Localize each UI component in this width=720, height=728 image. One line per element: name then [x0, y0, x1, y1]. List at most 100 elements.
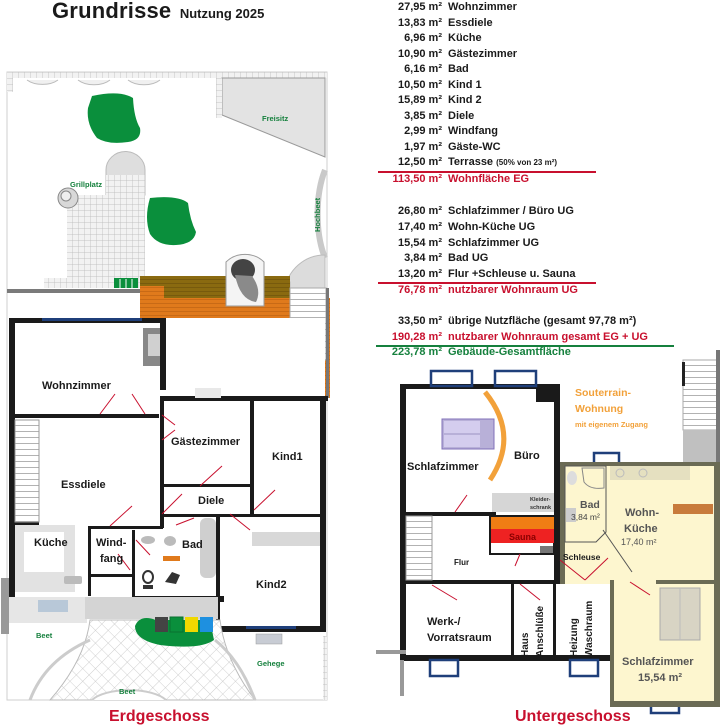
wall-wohn-ess — [9, 414, 159, 418]
front-porch — [85, 597, 218, 619]
ug-wall-south — [400, 655, 612, 661]
grill-tiles — [67, 195, 145, 279]
sauna-bench-top — [491, 517, 554, 529]
caption-erdgeschoss: Erdgeschoss — [109, 708, 210, 725]
room-windfang-1: Wind- — [96, 537, 127, 549]
room-haus-1: Haus — [520, 632, 531, 657]
ug-corner-block — [536, 384, 560, 402]
wall-gaeste-diele — [162, 484, 252, 487]
room-heizung-2: Waschraum — [584, 601, 595, 657]
fence-top — [7, 72, 327, 78]
room-werk-1: Werk-/ — [427, 616, 460, 628]
ug-wall-east — [554, 384, 560, 584]
stair-rail-ug — [682, 362, 685, 386]
room-wohnzimmer: Wohnzimmer — [42, 380, 112, 392]
basin-ug-icon — [566, 508, 576, 522]
bathtub-icon — [200, 518, 216, 578]
room-wohn-1: Wohn- — [625, 507, 659, 519]
ug-lightwell-side — [400, 660, 404, 696]
bin-grey — [155, 617, 168, 632]
page-title: Grundrisse Nutzung 2025 — [52, 0, 264, 24]
room-schleuse: Schleuse — [563, 552, 601, 562]
ug-wall-north — [400, 384, 560, 389]
wall-windfang-west — [88, 526, 91, 596]
planter-3 — [127, 79, 161, 86]
ug-lightwell — [376, 650, 406, 654]
bin-yellow — [185, 617, 198, 632]
deck-window — [195, 388, 221, 398]
gehege-box — [255, 633, 283, 645]
freisitz-edge — [216, 78, 222, 118]
ug-window-2 — [493, 369, 538, 388]
label-souterrain-3: mit eigenem Zugang — [575, 420, 648, 429]
wall-souterrain-east — [714, 462, 720, 707]
room-bad-ug: Bad — [580, 499, 600, 511]
wall-west — [9, 318, 15, 602]
table-ug — [673, 504, 713, 514]
wc-basin-icon — [141, 536, 155, 544]
caption-untergeschoss: Untergeschoss — [515, 708, 631, 725]
title-subtitle: Nutzung 2025 — [179, 6, 265, 21]
ug-entrance-stairs — [682, 359, 719, 431]
washbasin-icon — [164, 536, 176, 546]
stair-landing — [683, 430, 718, 462]
whirlpool-seat — [235, 275, 259, 302]
label-gehege: Gehege — [257, 659, 285, 668]
divider-ug — [378, 282, 596, 284]
wall-bad-kind2 — [216, 514, 220, 630]
sauna-box — [489, 515, 555, 555]
label-souterrain-1: Souterrain- — [575, 387, 632, 399]
label-grillplatz: Grillplatz — [70, 180, 102, 189]
toilet-ug-icon — [567, 471, 577, 485]
sauna-bench — [491, 529, 554, 543]
ug-wall-heizung — [553, 584, 556, 656]
room-kind2: Kind2 — [256, 579, 287, 591]
bush-2 — [147, 197, 196, 246]
stairs-ug — [405, 515, 433, 581]
wall-windfang-north — [88, 526, 163, 529]
window-kind2 — [246, 626, 296, 629]
wardrobe-ug — [659, 587, 701, 641]
bin-green — [169, 616, 184, 633]
ug-window-3 — [428, 658, 460, 678]
stairs-eg — [14, 419, 40, 523]
bad-ug — [564, 465, 607, 543]
room-bad: Bad — [182, 539, 203, 551]
ug-wall-west — [400, 384, 406, 660]
room-essdiele: Essdiele — [61, 479, 106, 491]
divider-total — [376, 345, 674, 347]
wall-gaeste-west — [160, 396, 164, 528]
wall-souterrain-west — [560, 462, 565, 584]
label-hochbeet: Hochbeet — [313, 197, 322, 232]
bush-1 — [87, 93, 141, 143]
label-kleider-1: Kleider- — [530, 497, 551, 503]
room-werk-2: Vorratsraum — [427, 632, 492, 644]
room-gaestezimmer: Gästezimmer — [171, 436, 241, 448]
wc-toilet-icon — [142, 570, 154, 584]
room-sauna: Sauna — [509, 532, 537, 542]
room-heizung-1: Heizung — [569, 618, 580, 657]
low-wall — [7, 289, 147, 293]
wall-wohn-east — [160, 318, 166, 390]
room-kueche: Küche — [34, 537, 68, 549]
ug-wall-haus — [511, 584, 514, 656]
side-wall — [1, 578, 9, 634]
souterrain-floor — [560, 462, 716, 702]
doors-eg — [99, 393, 276, 571]
wall-wc — [132, 530, 135, 598]
ug-window-1 — [429, 369, 474, 388]
wall-diele-south — [162, 514, 322, 517]
ug-window-4 — [568, 658, 600, 678]
room-buero: Büro — [514, 450, 540, 462]
